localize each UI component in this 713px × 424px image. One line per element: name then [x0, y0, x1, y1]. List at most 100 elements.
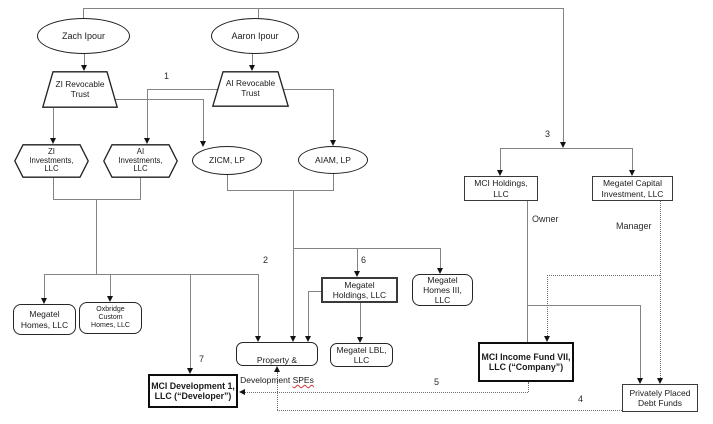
edge-manager-to-company-dotted: [547, 275, 548, 336]
edge-label-2: 2: [263, 255, 269, 265]
node-oxbridge-custom-homes: Oxbridge Custom Homes, LLC: [79, 302, 142, 334]
edge-1-horizontal: [147, 89, 218, 90]
node-label: ZI Investments, LLC: [29, 146, 74, 174]
edge-inv-merge: [53, 199, 141, 200]
node-label: ZI Revocable Trust: [55, 78, 105, 99]
arrowhead-4-into-spes: [274, 366, 280, 372]
edge-holdings-to-lbl: [360, 303, 361, 337]
spes-line1: Property &: [256, 355, 298, 366]
edge-zitrust-down: [53, 108, 54, 138]
node-mci-development-1: MCI Development 1, LLC (“Developer”): [148, 374, 238, 408]
edge-5-vertical-dotted: [528, 382, 529, 392]
node-megatel-capital-investment: Megatel Capital Investment, LLC: [592, 176, 673, 201]
edge-zach-up: [83, 8, 84, 18]
trapezoid-shape: [212, 71, 289, 107]
edge-to-megatel-holdings: [357, 248, 358, 271]
arrowhead-mci-development: [187, 368, 193, 374]
arrowhead-company-dotted: [544, 336, 550, 342]
arrowhead-zicm: [200, 141, 206, 147]
node-zi-revocable-trust: ZI Revocable Trust: [42, 71, 118, 108]
edge-owner-vertical: [527, 201, 528, 342]
trapezoid-shape: [42, 71, 118, 108]
edge-4-horizontal-dotted: [277, 410, 622, 411]
node-zicm: ZICM, LP: [192, 146, 262, 175]
arrowhead-homes-iii: [437, 268, 443, 274]
node-label: AI Investments, LLC: [118, 146, 163, 174]
edge-to-debt-funds: [640, 305, 641, 378]
node-property-development-spes: Property & Development SPEs: [236, 342, 318, 385]
edge-label-5: 5: [434, 377, 440, 387]
edge-3-split-horizontal: [500, 148, 633, 149]
edge-to-aiam: [333, 89, 334, 140]
arrowhead-ai-investments: [144, 138, 150, 144]
arrowhead-megatel-capital: [629, 170, 635, 176]
arrowhead-megatel-homes: [41, 298, 47, 304]
edge-label-6: 6: [361, 255, 367, 265]
node-megatel-holdings: Megatel Holdings, LLC: [321, 277, 398, 303]
edge-holdings-left: [308, 291, 321, 292]
arrowhead-spes-1: [255, 336, 261, 342]
node-zach-ipour: Zach Ipour: [37, 18, 130, 54]
arrowhead-spes-3: [305, 336, 311, 342]
edge-label-7: 7: [199, 354, 205, 364]
arrowhead-ai-trust: [249, 65, 255, 71]
edge-label-manager: Manager: [616, 221, 652, 231]
edge-top-horizontal: [83, 8, 564, 9]
edge-aiinv-down: [140, 178, 141, 200]
edge-manager-vertical-dotted: [660, 201, 661, 378]
edge-to-megatel-capital: [632, 148, 633, 170]
node-megatel-homes-iii: Megatel Homes III, LLC: [412, 274, 473, 306]
edge-6-horizontal: [293, 248, 440, 249]
arrowhead-3: [560, 142, 566, 148]
edge-to-oxbridge: [110, 274, 111, 296]
spes-line2-prefix: Development: [240, 375, 293, 386]
edge-holdings-to-spes: [308, 291, 309, 336]
edge-lp-merge-down: [293, 190, 294, 336]
arrowhead-megatel-holdings: [354, 271, 360, 277]
edge-2-horizontal: [44, 274, 258, 275]
edge-inv-merge-down: [96, 199, 97, 275]
edge-owner-split: [527, 305, 640, 306]
arrowhead-5-into-developer: [239, 389, 245, 395]
edge-manager-branch-dotted: [547, 275, 660, 276]
edge-aitrust-right: [284, 89, 333, 90]
node-mci-holdings: MCI Holdings, LLC: [464, 176, 538, 201]
edge-to-homes-iii: [440, 248, 441, 268]
node-aiam: AIAM, LP: [298, 146, 368, 174]
edge-label-3: 3: [545, 129, 551, 139]
edge-to-spes-left: [258, 274, 259, 336]
edge-aaron-to-trust: [252, 54, 253, 65]
arrowhead-mci-holdings: [497, 170, 503, 176]
edge-label-1: 1: [164, 71, 170, 81]
edge-ziinv-down: [53, 178, 54, 200]
edge-to-mci-holdings: [500, 148, 501, 170]
edge-aaron-up: [258, 8, 259, 18]
spes-line2: Development SPEs: [237, 375, 317, 385]
node-aaron-ipour: Aaron Ipour: [211, 18, 299, 54]
edge-to-zicm: [203, 99, 204, 141]
edge-aiam-down: [333, 174, 334, 190]
arrowhead-spes-2: [290, 336, 296, 342]
edge-4-vertical-dotted: [277, 372, 278, 410]
node-megatel-lbl: Megatel LBL, LLC: [330, 343, 393, 367]
hexagon-shape: [14, 144, 89, 178]
arrowhead-debt-funds-dotted: [657, 378, 663, 384]
node-privately-placed-debt-funds: Privately Placed Debt Funds: [622, 384, 698, 412]
edge-7-vertical: [190, 274, 191, 368]
edge-zitrust-right: [113, 99, 203, 100]
arrowhead-aiam: [330, 140, 336, 146]
edge-to-ai-investments: [147, 89, 148, 138]
node-label: AI Revocable Trust: [225, 78, 276, 98]
edge-to-megatel-homes: [44, 274, 45, 298]
node-ai-revocable-trust: AI Revocable Trust: [212, 71, 289, 107]
edge-label-owner: Owner: [532, 214, 559, 224]
arrowhead-oxbridge: [107, 296, 113, 302]
edge-zicm-down: [227, 175, 228, 190]
node-zi-investments: ZI Investments, LLC: [14, 144, 89, 178]
node-megatel-homes: Megatel Homes, LLC: [13, 304, 76, 335]
edge-5-horizontal-dotted: [245, 392, 528, 393]
edge-3-vertical: [563, 8, 564, 142]
edge-zach-to-trust: [84, 54, 85, 65]
edge-lp-merge: [227, 190, 334, 191]
arrowhead-zi-trust: [81, 65, 87, 71]
